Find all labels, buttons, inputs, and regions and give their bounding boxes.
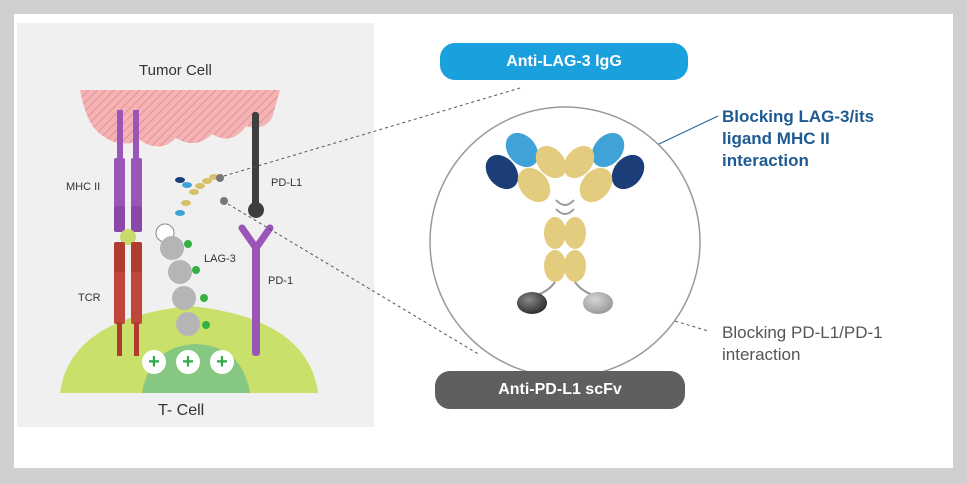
lag-3-label: LAG-3 (204, 253, 236, 265)
bispecific-antibody (485, 132, 645, 314)
plus-icon: + (142, 350, 166, 374)
pd-l1-label: PD-L1 (271, 177, 303, 189)
pd-1-receptor (238, 224, 274, 356)
tumor-cell-surface (80, 90, 280, 147)
pd-l1-ligand (248, 112, 264, 218)
small-bispecific-antibody (175, 174, 228, 216)
lag-3-blocking-callout: Blocking LAG-3/its ligand MHC II interac… (722, 107, 875, 170)
anti-lag-3-igg-pill: Anti-LAG-3 lgG (440, 43, 688, 80)
tcr-receptor (114, 242, 142, 356)
tumor-cell-label: Tumor Cell (139, 62, 212, 79)
tcr-label: TCR (78, 292, 101, 304)
pd-1-label: PD-1 (268, 275, 294, 287)
anti-pd-l1-scfv-pill: Anti-PD-L1 scFv (435, 371, 685, 409)
plus-icon: + (210, 350, 234, 374)
antigen-peptide (120, 229, 136, 245)
lag-3-receptor (155, 223, 210, 336)
pd-l1-blocking-callout: Blocking PD-L1/PD-1 interaction (722, 323, 883, 364)
mhc-ii-receptor (114, 110, 142, 232)
plus-icon: + (176, 350, 200, 374)
t-cell-label: T- Cell (158, 402, 205, 419)
mhc-ii-label: MHC II (66, 181, 101, 193)
zoom-circle (429, 106, 701, 378)
